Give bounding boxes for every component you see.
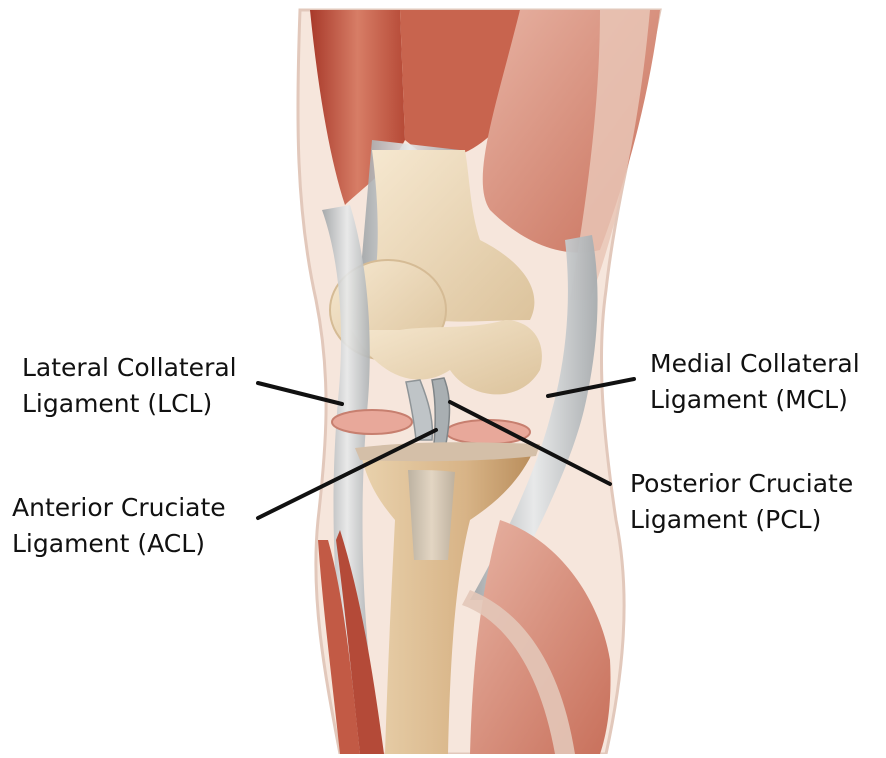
lcl-label-line2: Ligament (LCL) [22,386,237,422]
mcl-label-line2: Ligament (MCL) [650,382,860,418]
lateral-meniscus [332,410,412,434]
mcl-label: Medial Collateral Ligament (MCL) [650,346,860,418]
mcl-label-line1: Medial Collateral [650,346,860,382]
acl-label: Anterior Cruciate Ligament (ACL) [12,490,226,562]
lcl-label: Lateral Collateral Ligament (LCL) [22,350,237,422]
acl-label-line2: Ligament (ACL) [12,526,226,562]
lcl-label-line1: Lateral Collateral [22,350,237,386]
acl-label-line1: Anterior Cruciate [12,490,226,526]
pcl-label-line2: Ligament (PCL) [630,502,853,538]
pcl-label-line1: Posterior Cruciate [630,466,853,502]
posterior-cruciate-ligament [432,378,450,444]
pcl-label: Posterior Cruciate Ligament (PCL) [630,466,853,538]
patellar-tendon [408,470,455,560]
